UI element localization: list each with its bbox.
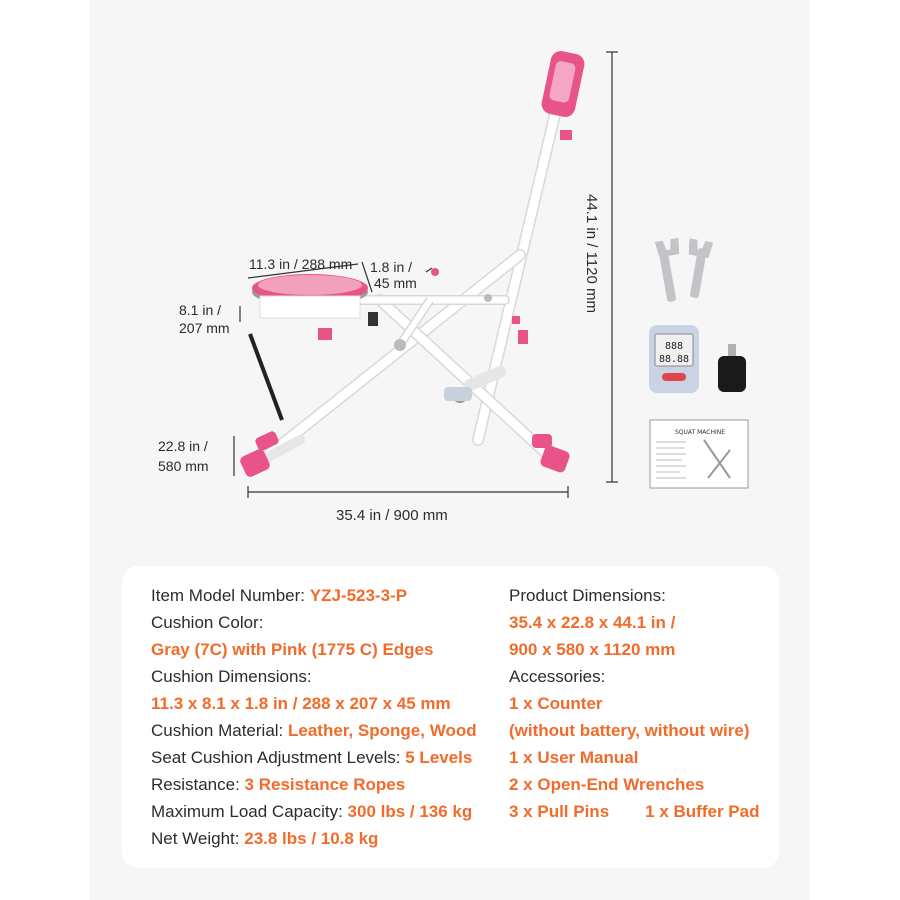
- spec-acc-manual: 1 x User Manual: [509, 748, 639, 767]
- spec-product-dim-label: Product Dimensions:: [509, 586, 666, 605]
- height-label: 44.1 in / 1120 mm: [583, 194, 600, 313]
- spec-acc-counter-note: (without battery, without wire): [509, 721, 750, 740]
- spec-cushion-dim-value: 11.3 x 8.1 x 1.8 in / 288 x 207 x 45 mm: [151, 694, 451, 713]
- manual-title: SQUAT MACHINE: [675, 429, 725, 436]
- seat-thickness-in-label: 1.8 in /: [370, 259, 413, 275]
- spec-product-dim-in: 35.4 x 22.8 x 44.1 in /: [509, 613, 676, 632]
- buffer-pad-icon: [718, 344, 746, 392]
- seat-length-label: 11.3 in / 288 mm: [249, 256, 353, 272]
- wrench-icon: [654, 237, 714, 302]
- counter-display-top: 888: [665, 341, 683, 352]
- machine-frame: [256, 104, 562, 466]
- squat-machine-illustration: 888 88.88 SQUAT MACHINE: [233, 51, 749, 498]
- feet: [240, 431, 570, 477]
- length-label: 35.4 in / 900 mm: [336, 507, 448, 524]
- spec-net-weight: Net Weight: 23.8 lbs / 10.8 kg: [151, 829, 379, 848]
- specifications-card: Item Model Number: YZJ-523-3-P Cushion C…: [122, 566, 779, 868]
- handle: [541, 51, 585, 140]
- specs-right-column: Product Dimensions: 35.4 x 22.8 x 44.1 i…: [509, 582, 759, 825]
- seat-thickness-mm-label: 45 mm: [374, 275, 417, 291]
- seat-width-mm-label: 207 mm: [179, 320, 230, 336]
- spec-max-load: Maximum Load Capacity: 300 lbs / 136 kg: [151, 802, 473, 821]
- spec-product-dim-mm: 900 x 580 x 1120 mm: [509, 640, 676, 659]
- seat-cushion: [252, 274, 378, 340]
- user-manual-icon: SQUAT MACHINE: [649, 419, 749, 489]
- resistance-rope: [248, 333, 284, 421]
- spec-accessories-label: Accessories:: [509, 667, 606, 686]
- base-width-mm-label: 580 mm: [158, 458, 209, 474]
- specs-left-column: Item Model Number: YZJ-523-3-P Cushion C…: [151, 582, 477, 852]
- product-diagram: 888 88.88 SQUAT MACHINE 11: [158, 51, 749, 524]
- spec-adjust-levels: Seat Cushion Adjustment Levels: 5 Levels: [151, 748, 473, 767]
- counter-display-bottom: 88.88: [659, 354, 689, 365]
- counter-mount: [444, 387, 472, 401]
- spec-model: Item Model Number: YZJ-523-3-P: [151, 586, 408, 605]
- spec-cushion-color-value: Gray (7C) with Pink (1775 C) Edges: [151, 640, 434, 659]
- spec-cushion-color-label: Cushion Color:: [151, 613, 264, 632]
- spec-resistance: Resistance: 3 Resistance Ropes: [151, 775, 406, 794]
- spec-acc-wrenches: 2 x Open-End Wrenches: [509, 775, 705, 794]
- pink-knobs: [431, 268, 528, 344]
- base-width-in-label: 22.8 in /: [158, 438, 208, 454]
- dimension-lines: [233, 51, 618, 498]
- counter-icon: 888 88.88: [649, 325, 699, 393]
- spec-acc-counter: 1 x Counter: [509, 694, 603, 713]
- seat-width-in-label: 8.1 in /: [179, 302, 222, 318]
- spec-cushion-dim-label: Cushion Dimensions:: [151, 667, 312, 686]
- spec-cushion-material: Cushion Material: Leather, Sponge, Wood: [151, 721, 477, 740]
